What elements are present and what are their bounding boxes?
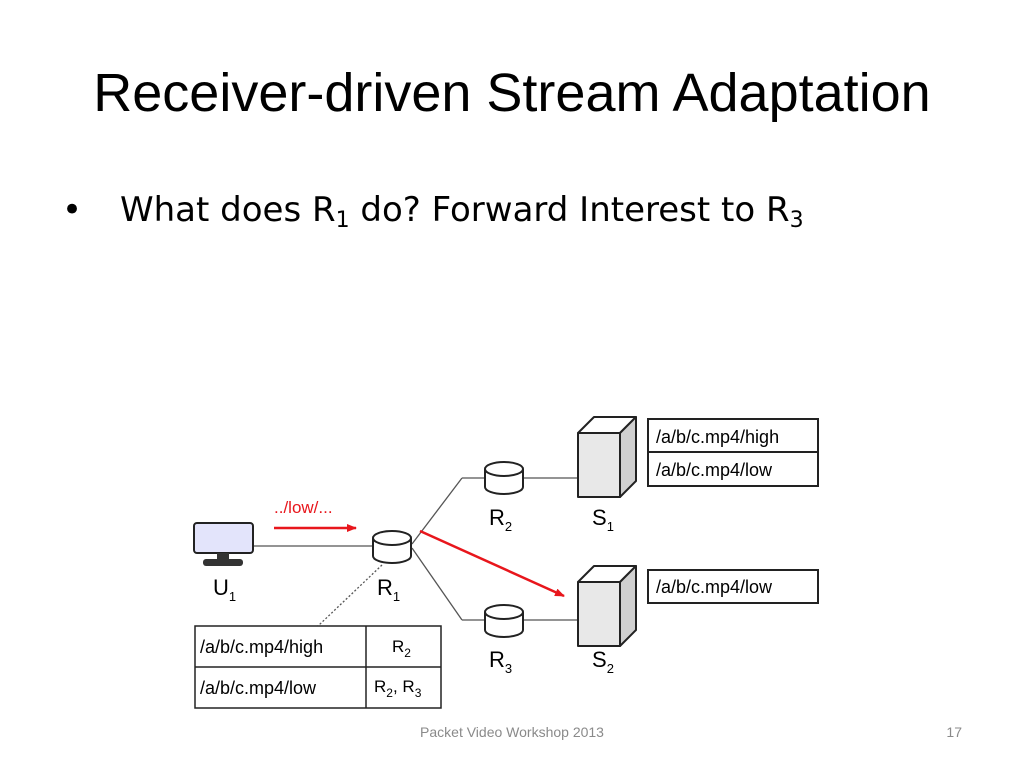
server-icon-s2 [577, 565, 637, 647]
server2-content-low: /a/b/c.mp4/low [656, 577, 773, 597]
router-icon-r3 [484, 604, 524, 638]
label-u1: U1 [213, 575, 236, 604]
link-r1-r3 [411, 547, 463, 621]
fib-prefix-low: /a/b/c.mp4/low [200, 678, 317, 698]
interest-label: ../low/... [274, 498, 333, 517]
label-s2: S2 [592, 647, 614, 676]
router-icon-r2 [484, 461, 524, 495]
label-r1: R1 [377, 575, 400, 604]
fib-prefix-high: /a/b/c.mp4/high [200, 637, 323, 657]
label-s1: S1 [592, 505, 614, 534]
interest-arrow-r1-s2 [419, 529, 565, 598]
footer-text: Packet Video Workshop 2013 [420, 724, 604, 740]
bullet-text-2: do? Forward Interest to R [349, 190, 790, 230]
node-labels: U1 R1 R2 R3 S1 S2 [213, 505, 614, 676]
server-icon-s1 [577, 416, 637, 498]
router-icon-r1 [372, 530, 412, 564]
server1-content-table: /a/b/c.mp4/high /a/b/c.mp4/low [647, 418, 819, 487]
interest-arrows: ../low/... [274, 498, 565, 598]
server1-content-high: /a/b/c.mp4/high [656, 427, 779, 447]
fib-nexthop-low: R2, R3 [374, 677, 422, 700]
bullet-marker: • [62, 190, 83, 230]
label-r2: R2 [489, 505, 512, 534]
fib-table: /a/b/c.mp4/high /a/b/c.mp4/low R2 R2, R3 [194, 625, 442, 709]
slide-title: Receiver-driven Stream Adaptation [93, 63, 931, 123]
page-number: 17 [946, 724, 962, 740]
fib-pointer [317, 564, 383, 627]
fib-nexthop-high: R2 [392, 637, 411, 660]
label-r3: R3 [489, 647, 512, 676]
monitor-icon [193, 522, 254, 566]
server1-content-low: /a/b/c.mp4/low [656, 460, 773, 480]
server2-content-table: /a/b/c.mp4/low [647, 569, 819, 604]
link-r1-r2 [411, 477, 463, 545]
bullet-item: • What does R1 do? Forward Interest to R3 [62, 190, 804, 233]
bullet-sub-2: 3 [789, 208, 804, 233]
bullet-sub-1: 1 [335, 208, 350, 233]
bullet-text-1: What does R [120, 190, 336, 230]
